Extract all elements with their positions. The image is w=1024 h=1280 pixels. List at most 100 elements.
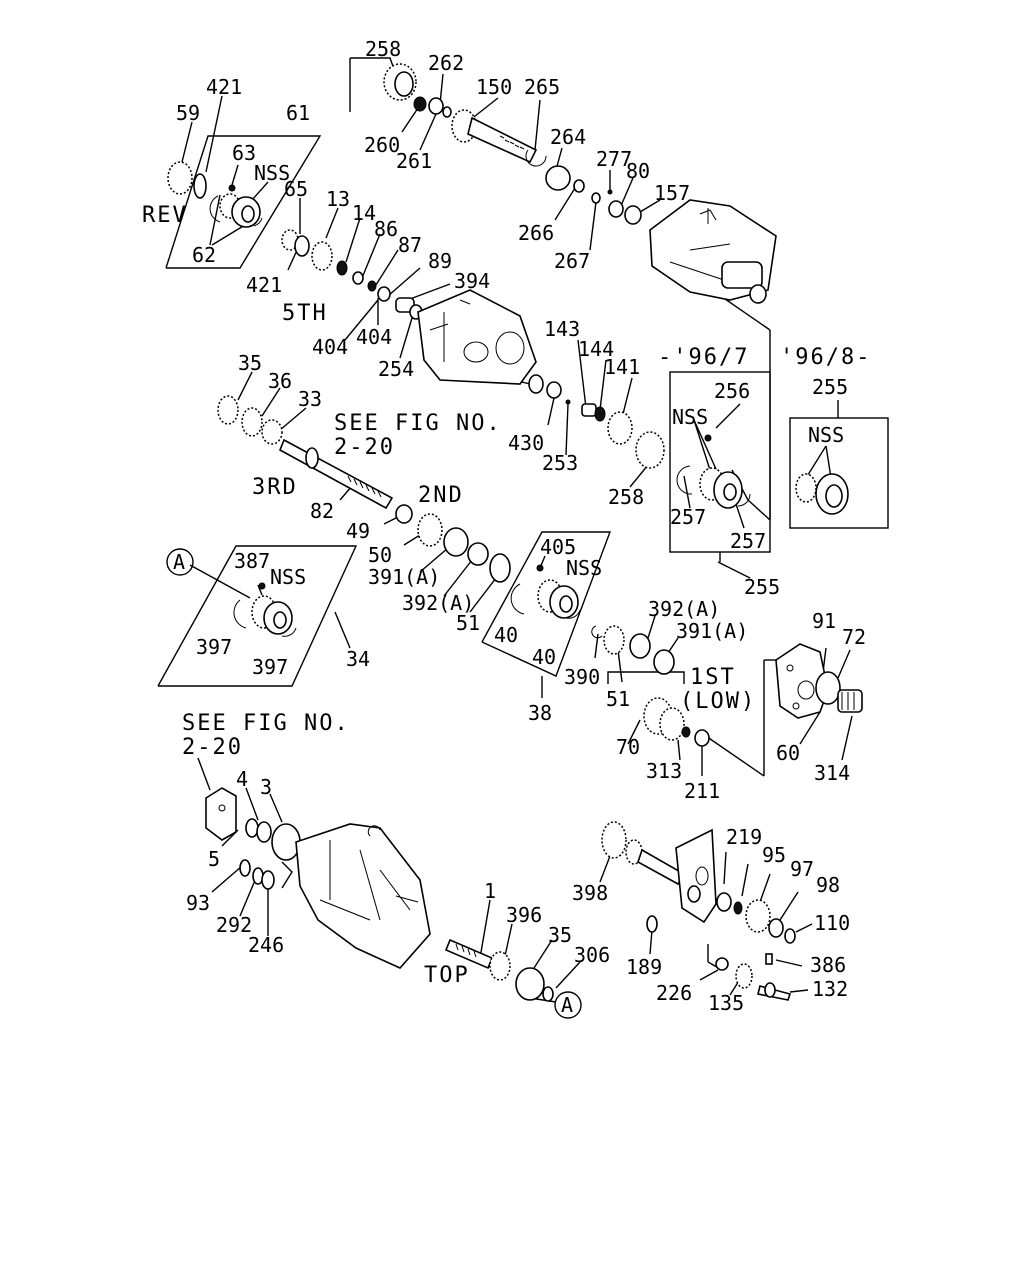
callout-135: 135	[708, 991, 744, 1015]
callout-62: 62	[192, 243, 216, 267]
snap-ring-390	[591, 625, 603, 639]
callout-33: 33	[298, 387, 322, 411]
front-cover	[205, 787, 237, 841]
section-labels: REV 5TH 3RD 2ND 1ST (LOW) TOP SEE FIG NO…	[142, 161, 871, 988]
nss-label-255-new: NSS	[808, 423, 844, 447]
gear-97	[745, 899, 771, 933]
callout-144: 144	[578, 337, 614, 361]
callout-13: 13	[326, 187, 350, 211]
circle-a-lower-label: A	[561, 993, 573, 1017]
ring-93	[239, 859, 251, 877]
callout-40-left: 40	[494, 623, 518, 647]
callout-59: 59	[176, 101, 200, 125]
ring-246	[261, 870, 275, 890]
callout-277: 277	[596, 147, 632, 171]
gear-33	[261, 419, 283, 445]
callout-70: 70	[616, 735, 640, 759]
snap-ring-265	[525, 149, 547, 167]
gear-70	[643, 697, 685, 741]
callout-391a: 391(A)	[368, 565, 440, 589]
callout-314: 314	[814, 761, 850, 785]
callout-38: 38	[528, 701, 552, 725]
callout-392-right: 392(A)	[648, 597, 720, 621]
shaft-132	[757, 982, 792, 1001]
year-range-early: -'96/7	[658, 345, 749, 370]
callout-394: 394	[454, 269, 490, 293]
ring-226	[715, 957, 729, 971]
circle-a-lower: A	[554, 991, 582, 1019]
synchro-255-old	[676, 465, 751, 509]
nss-label-rev: NSS	[254, 161, 290, 185]
nss-label-38: NSS	[566, 556, 602, 580]
callout-387: 387	[234, 549, 270, 573]
ring-262	[442, 106, 452, 118]
label-rev: REV	[142, 203, 188, 228]
bearing-80	[608, 200, 624, 218]
circle-a-upper: A	[166, 548, 194, 576]
callout-143: 143	[544, 317, 580, 341]
callout-257-left: 257	[670, 505, 706, 529]
ring-98	[768, 918, 784, 938]
see-fig-label-1: SEE FIG NO.	[334, 411, 502, 436]
callout-51: 51	[456, 611, 480, 635]
bearing-35-top	[515, 967, 545, 1001]
callout-261: 261	[396, 149, 432, 173]
ring-392a	[467, 542, 489, 566]
extension-housing	[649, 199, 777, 304]
callout-98: 98	[816, 873, 840, 897]
washer-86	[352, 271, 364, 285]
ring-157	[624, 205, 642, 225]
synchro-38	[510, 579, 581, 619]
gear-258-top	[383, 63, 417, 101]
callout-35: 35	[238, 351, 262, 375]
label-1st: 1ST	[690, 665, 736, 690]
ring-211	[694, 729, 710, 747]
callout-5: 5	[208, 847, 220, 871]
circle-a-upper-label: A	[173, 550, 185, 574]
callout-60: 60	[776, 741, 800, 765]
callout-405: 405	[540, 535, 576, 559]
callout-404-right: 404	[356, 325, 392, 349]
ring-4	[256, 821, 272, 843]
year-range-late: '96/8-	[780, 345, 871, 370]
washer-95	[733, 901, 743, 915]
callout-3: 3	[260, 775, 272, 799]
callout-72: 72	[842, 625, 866, 649]
callout-65: 65	[284, 177, 308, 201]
ring-306	[542, 986, 554, 1002]
bearing-219	[716, 892, 732, 912]
callout-157: 157	[654, 181, 690, 205]
callout-257-right: 257	[730, 529, 766, 553]
callout-254: 254	[378, 357, 414, 381]
ring-266	[573, 179, 585, 193]
callout-132: 132	[812, 977, 848, 1001]
label-top: TOP	[424, 963, 470, 988]
gear-258-mid	[635, 431, 665, 469]
bearing-51	[489, 553, 511, 583]
top-shaft-1	[444, 938, 511, 981]
pin-313	[681, 726, 691, 738]
callout-36: 36	[268, 369, 292, 393]
callout-40-right: 40	[532, 645, 556, 669]
callout-390: 390	[564, 665, 600, 689]
ring-267	[591, 192, 601, 204]
washer-261	[428, 97, 444, 115]
callout-141: 141	[604, 355, 640, 379]
nss-label-34: NSS	[270, 565, 306, 589]
countershaft-398	[601, 821, 686, 886]
rev-synchro	[209, 193, 263, 228]
callout-219: 219	[726, 825, 762, 849]
ring-430-a	[528, 374, 544, 394]
fig-number-1: 2-20	[334, 435, 395, 460]
bearing-49	[395, 504, 413, 524]
callout-211: 211	[684, 779, 720, 803]
callout-258: 258	[365, 37, 401, 61]
callout-386: 386	[810, 953, 846, 977]
gear-36	[241, 407, 263, 437]
case-plate	[675, 828, 717, 924]
synchro-255-new	[795, 473, 849, 515]
callout-397-left: 397	[196, 635, 232, 659]
key-256	[704, 434, 712, 442]
bearing-260	[413, 96, 427, 112]
